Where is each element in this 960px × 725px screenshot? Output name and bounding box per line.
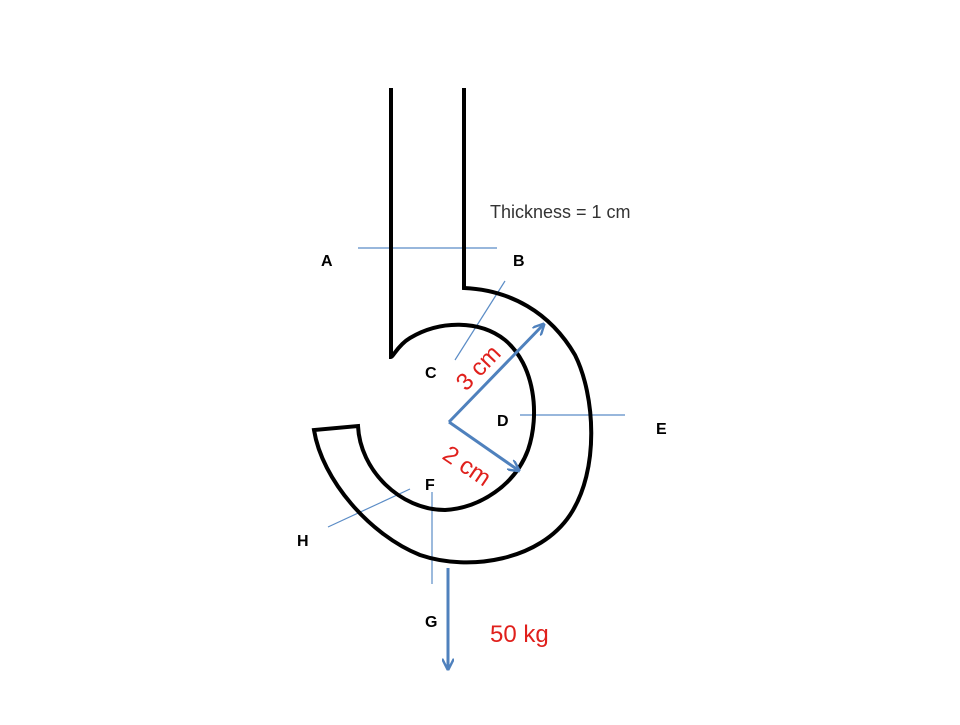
label-a: A: [321, 253, 333, 270]
label-b: B: [513, 253, 525, 270]
hook-outline: [311, 88, 594, 565]
thickness-note: Thickness = 1 cm: [490, 202, 631, 222]
label-f: F: [425, 477, 435, 494]
label-g: G: [425, 614, 437, 631]
label-e: E: [656, 421, 667, 438]
outer-radius-arrow: [447, 325, 543, 424]
label-c: C: [425, 365, 437, 382]
outer-radius-label: 3 cm: [451, 340, 507, 396]
load-label: 50 kg: [490, 621, 549, 648]
label-h: H: [297, 533, 309, 550]
label-d: D: [497, 413, 509, 430]
inner-radius-arrow: [448, 420, 518, 470]
